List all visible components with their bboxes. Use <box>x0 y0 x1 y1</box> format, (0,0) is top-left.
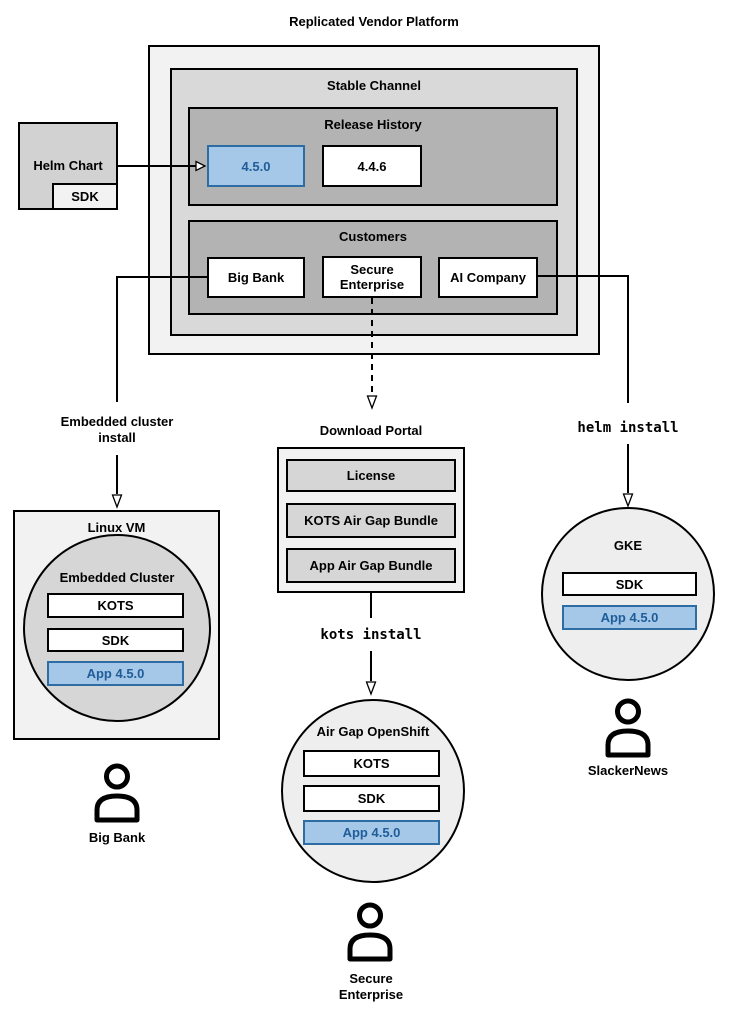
gke-app: App 4.5.0 <box>562 605 697 630</box>
secure-enterprise-user-icon <box>347 902 393 962</box>
airgap-app: App 4.5.0 <box>303 820 440 845</box>
download-portal-arrowhead <box>366 395 378 410</box>
gke-sdk: SDK <box>562 572 697 596</box>
embedded-cluster-install-label: Embedded cluster install <box>60 414 174 445</box>
helm-install-label: helm install <box>577 420 679 436</box>
airgap-openshift-label: Air Gap OpenShift <box>316 724 430 739</box>
release-4-5-0: 4.5.0 <box>207 145 305 187</box>
download-portal-license: License <box>286 459 456 492</box>
kots-install-label: kots install <box>320 627 422 643</box>
slackernews-user-icon <box>605 698 651 758</box>
release-history-label: Release History <box>324 117 422 132</box>
airgap-sdk: SDK <box>303 785 440 812</box>
linux-vm-label: Linux VM <box>87 520 146 535</box>
gke-arrowhead <box>622 493 634 508</box>
download-portal-label: Download Portal <box>319 423 423 438</box>
customer-big-bank: Big Bank <box>207 257 305 298</box>
linux-vm-arrowhead <box>111 494 123 509</box>
helm-chart-sdk-box: SDK <box>52 183 118 210</box>
secure-enterprise-user-label: Secure Enterprise <box>338 971 404 1002</box>
gke-label: GKE <box>613 538 643 553</box>
embedded-cluster-kots: KOTS <box>47 593 184 618</box>
slackernews-user-label: SlackerNews <box>587 763 669 778</box>
embedded-cluster-label: Embedded Cluster <box>59 570 175 585</box>
embedded-cluster-sdk: SDK <box>47 628 184 652</box>
customer-ai-company: AI Company <box>438 257 538 298</box>
customer-secure-enterprise: Secure Enterprise <box>322 256 422 298</box>
stable-channel-label: Stable Channel <box>327 78 421 93</box>
big-bank-user-label: Big Bank <box>88 830 146 845</box>
release-4-4-6: 4.4.6 <box>322 145 422 187</box>
diagram-title: Replicated Vendor Platform <box>289 14 459 29</box>
embedded-cluster-app: App 4.5.0 <box>47 661 184 686</box>
big-bank-user-icon <box>94 763 140 823</box>
airgap-openshift-arrowhead <box>365 681 377 696</box>
customers-label: Customers <box>339 229 407 244</box>
download-portal-kots-bundle: KOTS Air Gap Bundle <box>286 503 456 538</box>
airgap-kots: KOTS <box>303 750 440 777</box>
helm-chart-label: Helm Chart <box>33 158 103 173</box>
download-portal-app-bundle: App Air Gap Bundle <box>286 548 456 583</box>
